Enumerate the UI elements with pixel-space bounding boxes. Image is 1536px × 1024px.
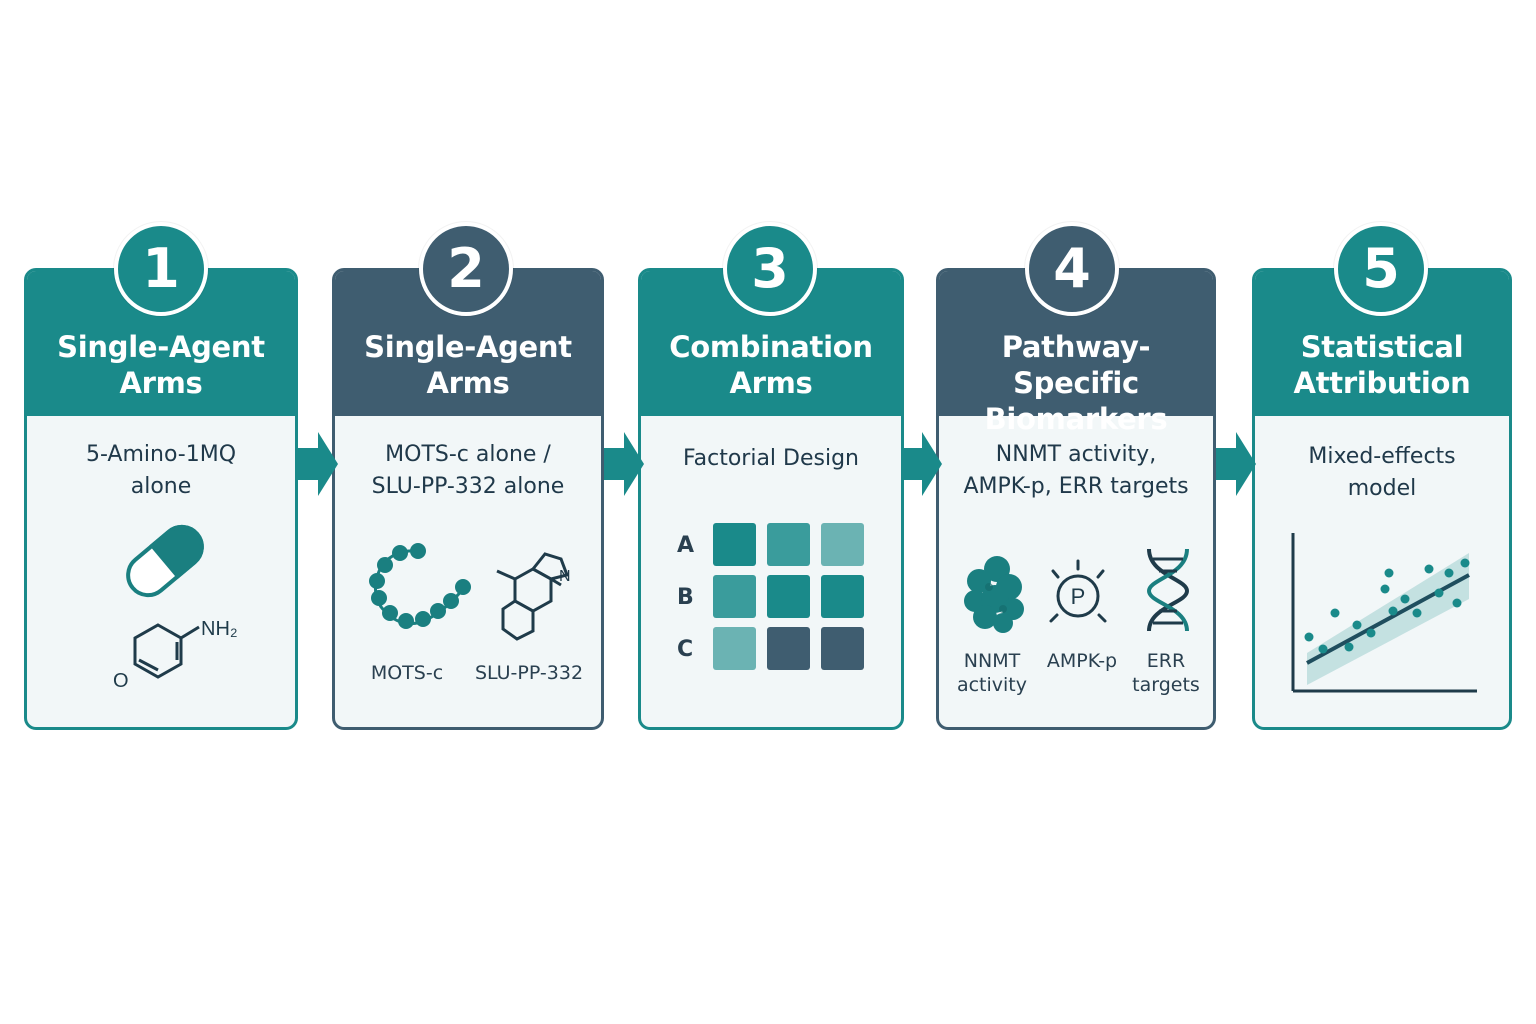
- mots-c-label: MOTS-c: [370, 662, 444, 684]
- dna-helix-icon: [1146, 548, 1190, 632]
- factorial-cell: [767, 627, 810, 670]
- step-title-5: Statistical Attribution: [1293, 330, 1471, 400]
- slu-pp-332-label: SLU-PP-332: [474, 662, 584, 684]
- step-title-1: Single-Agent Arms: [57, 330, 265, 400]
- factorial-cell: [821, 523, 864, 566]
- step-title-3: Combination Arms: [669, 330, 873, 400]
- factor-row-label-c: C: [677, 637, 694, 662]
- oxygen-label: O: [113, 670, 129, 692]
- aminopyran-structure-icon: NH₂ O: [113, 618, 238, 692]
- step-title-2: Single-Agent Arms: [364, 330, 572, 400]
- step-subtitle-4: NNMT activity, AMPK-p, ERR targets: [963, 442, 1189, 499]
- factorial-cell: [713, 627, 756, 670]
- step-subtitle-2: MOTS-c alone / SLU-PP-332 alone: [371, 442, 565, 499]
- factorial-cell: [767, 523, 810, 566]
- factorial-cell: [713, 575, 756, 618]
- step-number-4: 4: [1025, 222, 1119, 316]
- regression-plot-icon: [1291, 533, 1477, 693]
- factorial-cell: [767, 575, 810, 618]
- step-subtitle-1: 5-Amino-1MQ alone: [85, 442, 237, 499]
- step-card-2: Single-Agent Arms MOTS-c alone / SLU-PP-…: [332, 268, 604, 730]
- factor-row-label-b: B: [677, 585, 694, 610]
- phosphorylation-icon: P: [1049, 559, 1107, 623]
- arrow-right-icon: [604, 432, 644, 496]
- factor-row-label-a: A: [677, 533, 695, 558]
- step-card-4: Pathway-Specific Biomarkers NNMT activit…: [936, 268, 1216, 730]
- capsule-icon: [126, 524, 204, 598]
- arrow-right-icon: [902, 432, 942, 496]
- arrow-right-icon: [298, 432, 338, 496]
- step-card-5: Statistical Attribution Mixed-effects mo…: [1252, 268, 1512, 730]
- step-subtitle-3: Factorial Design: [683, 446, 859, 471]
- factorial-cell: [821, 627, 864, 670]
- enzyme-blob-icon: [964, 556, 1024, 633]
- step-number-5: 5: [1334, 222, 1428, 316]
- arrow-right-icon: [1216, 432, 1256, 496]
- phospho-symbol: P: [1071, 584, 1086, 609]
- step-title-4: Pathway-Specific Biomarkers: [984, 330, 1168, 436]
- step-number-2: 2: [419, 222, 513, 316]
- step-number-3: 3: [723, 222, 817, 316]
- molecule-structure-icon: N: [496, 552, 571, 641]
- step-subtitle-5: Mixed-effects model: [1308, 444, 1456, 501]
- amine-label: NH₂: [201, 618, 238, 640]
- step-card-3: Combination Arms Factorial Design A B C: [638, 268, 904, 730]
- peptide-chain-icon: [369, 543, 471, 629]
- step-card-1: Single-Agent Arms 5-Amino-1MQ alone NH₂ …: [24, 268, 298, 730]
- nitrogen-label: N: [559, 568, 571, 585]
- err-targets-label: ERR targets: [1132, 650, 1200, 696]
- ampk-p-label: AMPK-p: [1046, 650, 1118, 672]
- factorial-cell: [713, 523, 756, 566]
- step-number-1: 1: [114, 222, 208, 316]
- factorial-cell: [821, 575, 864, 618]
- nnmt-activity-label: NNMT activity: [956, 650, 1028, 696]
